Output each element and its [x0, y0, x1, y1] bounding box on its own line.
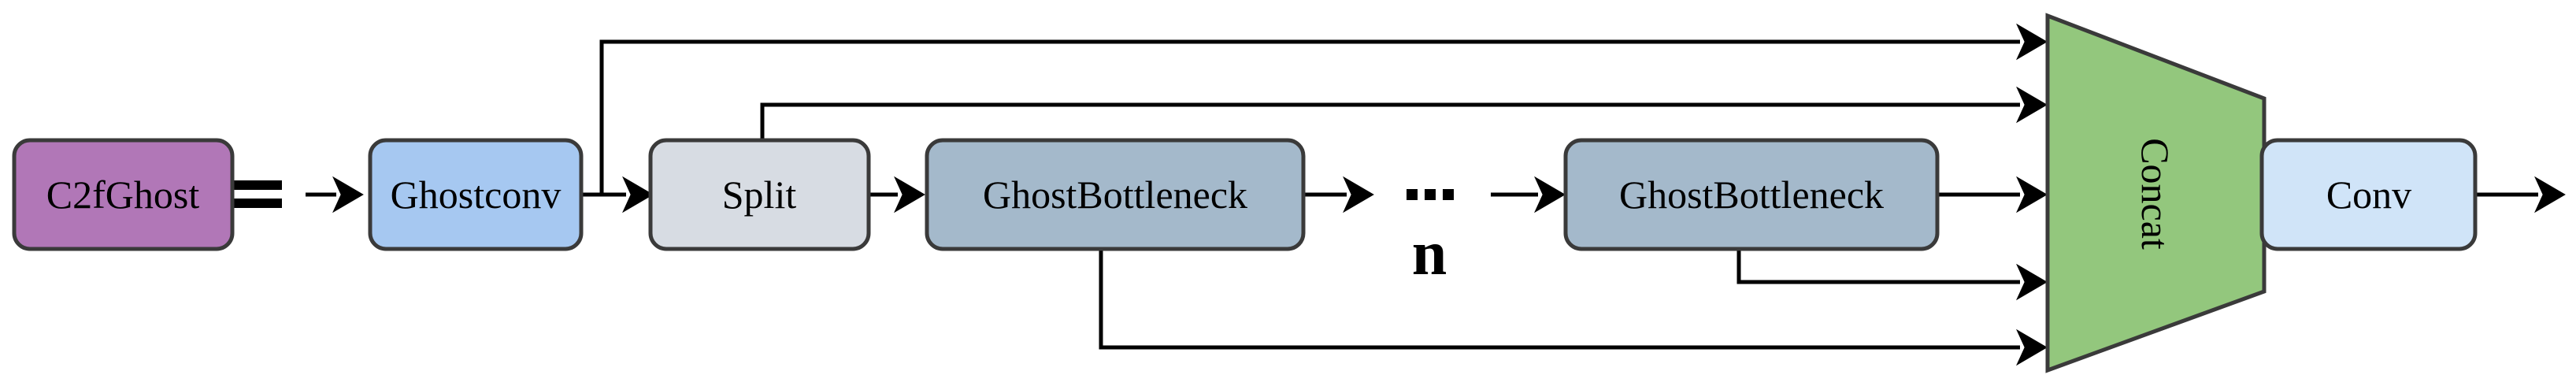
node-ghostconv: Ghostconv	[368, 138, 584, 251]
edge-skip-ghostconv-to-concat	[599, 23, 2048, 195]
equals-bottom-bar	[233, 199, 282, 208]
node-ghostbottleneck-1: GhostBottleneck	[925, 138, 1306, 251]
edge-skip-ghostbottleneck1-to-concat	[1099, 249, 2048, 366]
conv-label: Conv	[2326, 173, 2411, 217]
node-conv: Conv	[2259, 138, 2478, 251]
ellipsis-dot-2	[1425, 189, 1436, 200]
ghostbottleneck2-label: GhostBottleneck	[1619, 173, 1884, 217]
node-concat: Concat	[2045, 13, 2267, 373]
split-box	[648, 138, 871, 251]
conv-box	[2259, 138, 2478, 251]
ghostbottleneck1-box	[925, 138, 1306, 251]
node-split: Split	[648, 138, 871, 251]
equals-top-bar	[233, 180, 282, 190]
concat-label: Concat	[2133, 138, 2178, 250]
ghostbottleneck2-box	[1563, 138, 1940, 251]
ghostbottleneck1-label: GhostBottleneck	[983, 173, 1247, 217]
ellipsis-dot-1	[1407, 189, 1418, 200]
ellipsis-dots	[1407, 189, 1454, 200]
ghostconv-box	[368, 138, 584, 251]
ellipsis-dot-3	[1443, 189, 1454, 200]
node-ghostbottleneck-2: GhostBottleneck	[1563, 138, 1940, 251]
split-label: Split	[722, 173, 797, 217]
c2fghost-label: C2fGhost	[46, 173, 200, 217]
edge-skip-ghostbottleneck2-to-concat	[1736, 249, 2048, 301]
repeat-count-label: n	[1412, 219, 1447, 288]
ghostconv-label: Ghostconv	[391, 173, 562, 217]
concat-trapezoid	[2045, 13, 2267, 373]
node-c2fghost: C2fGhost	[12, 138, 235, 251]
edge-skip-split-to-concat	[760, 86, 2048, 140]
equals-sign	[233, 180, 282, 208]
repeat-indicator: n	[1407, 189, 1454, 288]
c2fghost-box	[12, 138, 235, 251]
